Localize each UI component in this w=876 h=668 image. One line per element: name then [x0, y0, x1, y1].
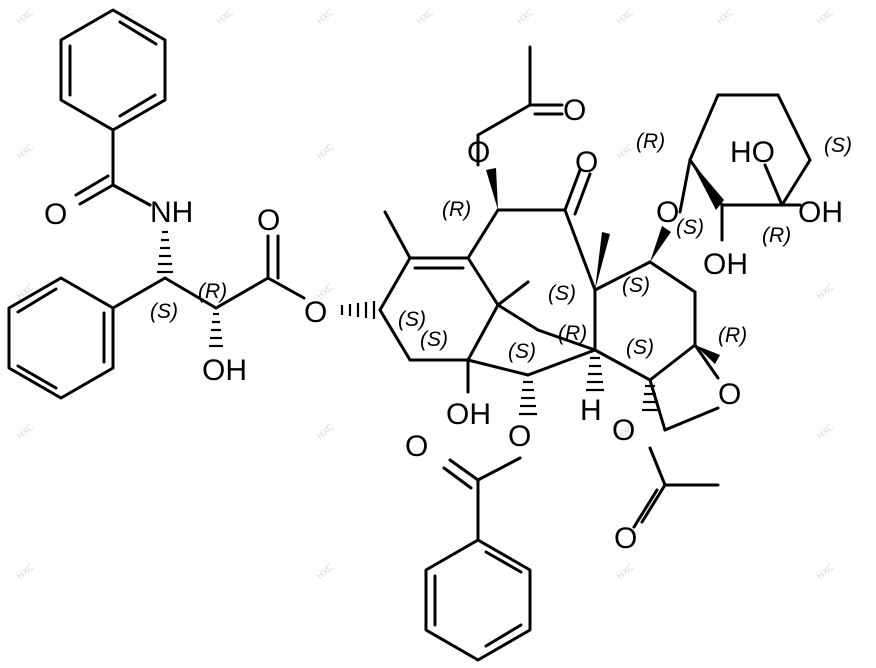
atom-oh-sugar-bottom: OH [703, 248, 748, 281]
stereo-c8: (S) [548, 282, 576, 305]
oh-hash-bond [209, 312, 223, 348]
atom-o-acetyl-top-carbonyl: O [563, 94, 586, 127]
atom-o-acetyl-c4-link: O [612, 414, 635, 447]
stereo-c2: (S) [508, 340, 536, 363]
stereo-c5: (R) [718, 324, 747, 347]
watermark: HXC [516, 8, 537, 28]
stereo-label-layer: (S) (R) (S) (R) (S) (S) (S) (R) (S) (S) … [150, 130, 852, 363]
watermark: HXC [16, 423, 37, 443]
c3-hash-bond [586, 356, 604, 392]
bond-layer [7, 8, 812, 662]
atom-oh-c1: OH [446, 398, 491, 431]
stereo-side-r: (R) [198, 280, 227, 303]
watermark: HXC [716, 8, 737, 28]
watermark: HXC [16, 143, 37, 163]
atom-o-acetyl-c4-carbonyl: O [614, 522, 637, 555]
atom-oh-sugar-right: OH [798, 196, 843, 229]
stereo-sugar-s-link: (S) [676, 216, 704, 239]
n-hash-bond [157, 230, 173, 274]
benzamide-phenyl-ring [59, 8, 167, 132]
watermark: HXC [816, 8, 837, 28]
c4-hash-bond [642, 384, 658, 412]
atom-o-ester-link: O [304, 296, 327, 329]
atom-o-ketone: O [575, 146, 598, 179]
c2-hash-bond [519, 380, 537, 416]
watermark: HXC [616, 143, 637, 163]
watermark: HXC [816, 423, 837, 443]
watermark: HXC [16, 563, 37, 583]
stereo-c1: (S) [420, 328, 448, 351]
watermark: HXC [616, 8, 637, 28]
watermark: HXC [816, 283, 837, 303]
watermark: HXC [316, 563, 337, 583]
atom-nh: NH [150, 196, 193, 229]
watermark: HXC [316, 423, 337, 443]
stereo-sugar-r-top: (R) [636, 130, 665, 153]
side-phenyl-ring [7, 276, 115, 400]
benzoate-phenyl-ring [424, 538, 532, 662]
stereo-c10: (R) [442, 198, 471, 221]
watermark: HXC [616, 563, 637, 583]
atom-o-sugar-link: O [656, 196, 679, 229]
watermark: HXC [216, 8, 237, 28]
stereo-c4: (S) [626, 336, 654, 359]
atom-oh-side: OH [202, 354, 247, 387]
watermark: HXC [16, 8, 37, 28]
stereo-sugar-s-right: (S) [824, 134, 852, 157]
atom-o-benzoate-carbonyl: O [405, 430, 428, 463]
watermark: HXC [416, 8, 437, 28]
atom-label-layer: NH O O O OH O O O O HO OH OH O OH O O H … [44, 94, 843, 555]
stereo-c3: (R) [558, 322, 587, 345]
atom-o-benzamide: O [44, 198, 67, 231]
atom-o-benzoate-link: O [508, 420, 531, 453]
c13-hash-bond [340, 301, 376, 319]
watermark: HXC [316, 8, 337, 28]
watermark-layer: HXC HXC HXC HXC HXC HXC HXC HXC HXC HXC … [16, 8, 837, 583]
watermark: HXC [816, 563, 837, 583]
watermark: HXC [316, 143, 337, 163]
stereo-c13: (S) [398, 308, 426, 331]
atom-ho-sugar: HO [730, 136, 775, 169]
stereo-sugar-r-mid: (R) [762, 224, 791, 247]
atom-o-acetyl-top-link: O [467, 136, 490, 169]
atom-o-ester-carbonyl: O [257, 204, 280, 237]
stereo-side-s: (S) [150, 300, 178, 323]
stereo-c7: (S) [622, 274, 650, 297]
atom-o-oxetane: O [718, 378, 741, 411]
atom-h-c3: H [580, 394, 602, 427]
